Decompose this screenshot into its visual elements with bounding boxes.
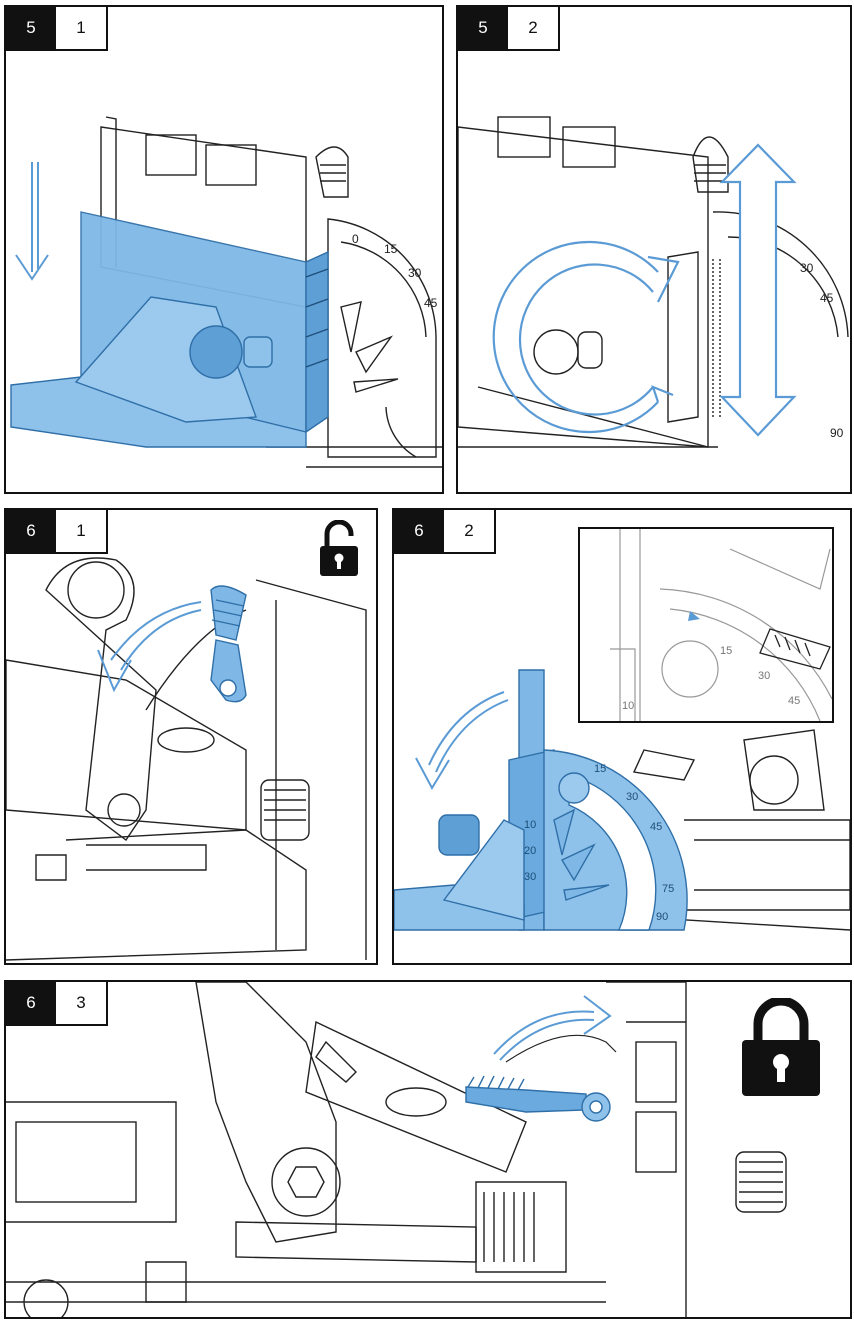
inset-scale-mark-10: 10 bbox=[622, 700, 634, 712]
dial-mark-90: 90 bbox=[830, 426, 844, 440]
fence-adjust-illustration: 30 45 90 bbox=[458, 116, 849, 448]
fence-tilt-illustration: 15 30 45 75 90 10 20 30 bbox=[394, 669, 850, 931]
step-minor-number: 1 bbox=[56, 510, 106, 552]
step-major-number: 6 bbox=[394, 510, 444, 552]
step-major-number: 5 bbox=[6, 7, 56, 49]
dial-mark-0: 0 bbox=[352, 232, 359, 246]
up-down-arrow-icon bbox=[719, 143, 797, 437]
panel-5-2: 5 2 30 45 90 bbox=[456, 5, 852, 494]
dial-mark-45: 45 bbox=[424, 296, 438, 310]
curved-arrow-icon bbox=[415, 691, 509, 791]
panel-6-1: 6 1 bbox=[4, 508, 378, 965]
dial-mark-30: 30 bbox=[408, 266, 422, 280]
scale-mark-10: 10 bbox=[524, 819, 536, 831]
curved-arrow-icon bbox=[97, 601, 202, 693]
dial-mark-15: 15 bbox=[384, 242, 398, 256]
step-major-number: 5 bbox=[458, 7, 508, 49]
dial-detail-inset: 15 30 45 10 bbox=[578, 527, 834, 723]
dial-mark-30: 30 bbox=[626, 791, 638, 803]
panel-6-3: 6 3 bbox=[4, 980, 852, 1319]
dial-mark-75: 75 bbox=[662, 883, 674, 895]
dial-mark-90: 90 bbox=[656, 911, 668, 923]
panel-5-1: 5 1 0 15 30 45 bbox=[4, 5, 444, 494]
dial-mark-45: 45 bbox=[650, 821, 662, 833]
step-badge: 6 2 bbox=[394, 510, 496, 554]
dial-mark-30: 30 bbox=[800, 261, 814, 275]
step-major-number: 6 bbox=[6, 510, 56, 552]
inset-dial-mark-30: 30 bbox=[758, 670, 770, 682]
dial-detail-illustration: 15 30 45 10 bbox=[610, 529, 832, 721]
step-minor-number: 1 bbox=[56, 7, 106, 49]
step-minor-number: 2 bbox=[508, 7, 558, 49]
down-arrow-icon bbox=[15, 162, 49, 281]
unlocked-padlock-icon bbox=[320, 520, 358, 576]
dial-mark-15: 15 bbox=[594, 763, 606, 775]
rotate-arrow-icon bbox=[492, 240, 680, 434]
lever-unlock-illustration bbox=[6, 557, 367, 961]
step-badge: 6 3 bbox=[6, 982, 108, 1026]
dial-mark-45: 45 bbox=[820, 291, 834, 305]
curved-arrow-icon bbox=[493, 995, 612, 1061]
inset-dial-mark-45: 45 bbox=[788, 695, 800, 707]
locked-padlock-icon bbox=[742, 998, 820, 1096]
step-badge: 5 1 bbox=[6, 7, 108, 51]
inset-dial-mark-15: 15 bbox=[720, 645, 732, 657]
fence-slide-illustration: 0 15 30 45 bbox=[10, 116, 442, 468]
step-major-number: 6 bbox=[6, 982, 56, 1024]
step-badge: 5 2 bbox=[458, 7, 560, 51]
step-badge: 6 1 bbox=[6, 510, 108, 554]
panel-6-2: 6 2 15 30 45 10 bbox=[392, 508, 852, 965]
scale-mark-20: 20 bbox=[524, 845, 536, 857]
step-minor-number: 2 bbox=[444, 510, 494, 552]
lever-lock-illustration bbox=[6, 982, 787, 1317]
scale-mark-30: 30 bbox=[524, 871, 536, 883]
step-minor-number: 3 bbox=[56, 982, 106, 1024]
